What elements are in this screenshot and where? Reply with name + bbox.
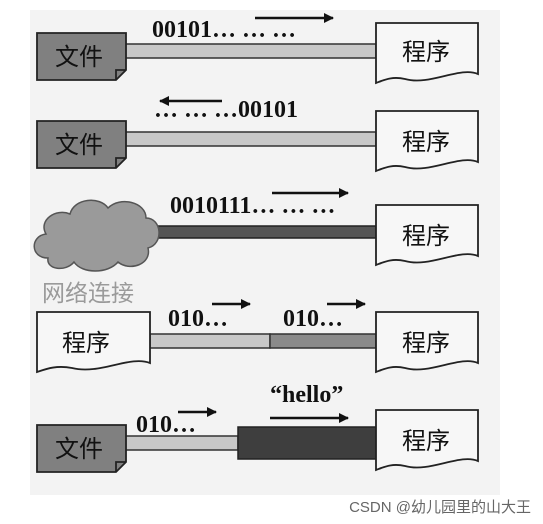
- network-connection-label: 网络连接: [42, 280, 134, 306]
- stream-bits-text: 010…: [136, 412, 196, 438]
- stream-bits-text: 010…: [168, 306, 228, 332]
- stream-pipe: [149, 225, 377, 239]
- stream-pipe-light: [121, 435, 239, 451]
- program-doc-icon: [375, 409, 479, 472]
- stream-pipe: [121, 43, 377, 59]
- file-icon: [36, 120, 127, 169]
- stream-bits-text: 00101… … …: [152, 17, 296, 43]
- row-program-to-file: 文件 程序 … … …00101: [36, 96, 479, 173]
- stream-pipe-right: [269, 333, 377, 349]
- file-icon: [36, 32, 127, 81]
- program-doc-icon: [375, 22, 479, 85]
- row-file-to-program-hello: 文件 程序 010… “hello”: [36, 382, 479, 473]
- hello-string-text: “hello”: [270, 382, 343, 408]
- stream-bits-text: 0010111… … …: [170, 193, 335, 219]
- file-label: 文件: [55, 132, 103, 159]
- file-label: 文件: [55, 436, 103, 463]
- row-program-to-program: 程序 程序 010… 010…: [36, 299, 479, 374]
- program-doc-icon: [36, 311, 151, 374]
- program-label: 程序: [402, 428, 450, 455]
- program-label: 程序: [402, 330, 450, 357]
- program-doc-icon: [375, 110, 479, 173]
- stream-pipe-dark: [237, 426, 377, 460]
- stream-bits-text: 010…: [283, 306, 343, 332]
- cloud-icon: [33, 199, 160, 272]
- file-label: 文件: [55, 44, 103, 71]
- program-label: 程序: [62, 330, 110, 357]
- program-label: 程序: [402, 129, 450, 156]
- stream-pipe-left: [149, 333, 271, 349]
- program-doc-icon: [375, 311, 479, 374]
- row-network-to-program: 网络连接 程序 0010111… … …: [33, 188, 479, 306]
- program-doc-icon: [375, 204, 479, 267]
- stream-pipe: [121, 131, 377, 147]
- row-file-to-program: 文件 程序 00101… … …: [36, 13, 479, 85]
- program-label: 程序: [402, 39, 450, 66]
- watermark: CSDN @幼儿园里的山大王: [349, 499, 531, 516]
- program-label: 程序: [402, 223, 450, 250]
- file-icon: [36, 424, 127, 473]
